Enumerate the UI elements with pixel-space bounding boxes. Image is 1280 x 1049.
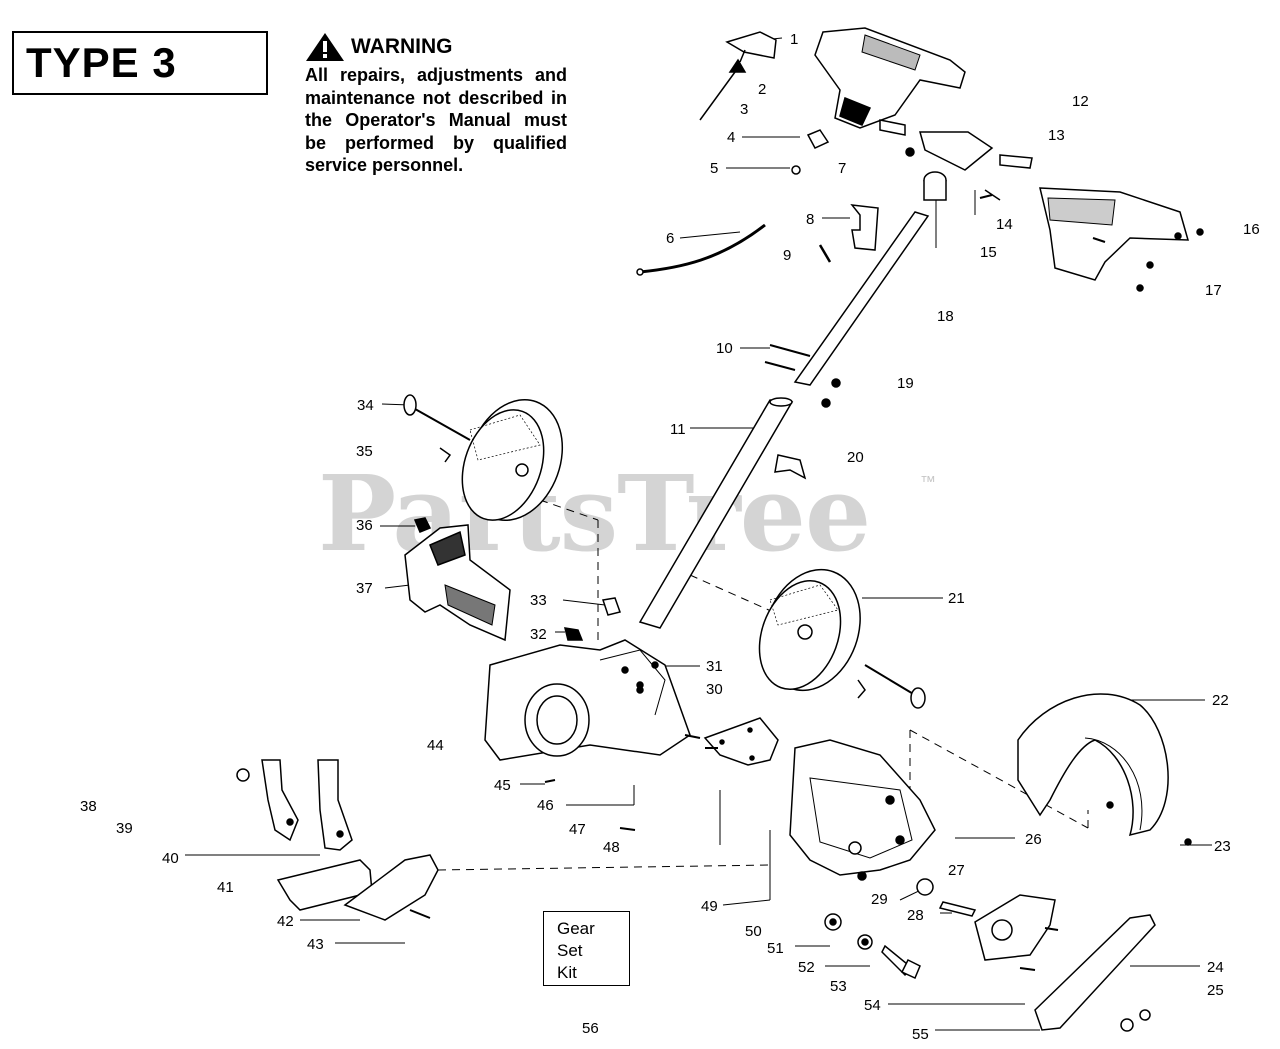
part-callout-9: 9 xyxy=(783,247,792,264)
part-callout-37: 37 xyxy=(356,580,373,597)
small-bracket-parts xyxy=(563,597,621,641)
part-callout-46: 46 xyxy=(537,797,554,814)
upper-handle-part xyxy=(814,27,966,129)
lower-tube-part xyxy=(638,397,794,629)
part-callout-30: 30 xyxy=(706,681,723,698)
nut-part xyxy=(413,517,432,533)
part-callout-55: 55 xyxy=(912,1026,929,1043)
part-callout-47: 47 xyxy=(569,821,586,838)
part-callout-36: 36 xyxy=(356,517,373,534)
support-bracket-part xyxy=(684,717,779,766)
part-callout-52: 52 xyxy=(798,959,815,976)
part-callout-24: 24 xyxy=(1207,959,1224,976)
alignment-lines xyxy=(437,499,1089,871)
cable-part xyxy=(636,223,766,276)
part-callout-54: 54 xyxy=(864,997,881,1014)
part-callout-20: 20 xyxy=(847,449,864,466)
part-callout-1: 1 xyxy=(790,31,799,48)
part-callout-7: 7 xyxy=(838,160,847,177)
part-callout-26: 26 xyxy=(1025,831,1042,848)
tube-clip-part xyxy=(774,454,807,480)
clip-part xyxy=(818,204,879,263)
edger-blade-part xyxy=(1034,914,1156,1032)
part-callout-50: 50 xyxy=(745,923,762,940)
fastener-parts-top xyxy=(791,129,915,175)
part-callout-18: 18 xyxy=(937,308,954,325)
part-callout-31: 31 xyxy=(706,658,723,675)
warning-title: WARNING xyxy=(351,35,453,58)
part-callout-51: 51 xyxy=(767,940,784,957)
part-callout-12: 12 xyxy=(1072,93,1089,110)
warning-block: WARNING All repairs, adjustments and mai… xyxy=(305,32,567,177)
part-callout-11: 11 xyxy=(670,421,686,438)
part-callout-43: 43 xyxy=(307,936,324,953)
engine-mount-bracket-part xyxy=(404,524,511,642)
part-callout-22: 22 xyxy=(1212,692,1229,709)
part-callout-45: 45 xyxy=(494,777,511,794)
part-callout-16: 16 xyxy=(1243,221,1260,238)
part-callout-13: 13 xyxy=(1048,127,1065,144)
part-callout-23: 23 xyxy=(1214,838,1231,855)
rear-wheel-part xyxy=(403,394,564,522)
part-callout-2: 2 xyxy=(758,81,767,98)
part-callout-39: 39 xyxy=(116,820,133,837)
blade-guard-part xyxy=(1017,693,1192,846)
part-callout-27: 27 xyxy=(948,862,965,879)
part-callout-5: 5 xyxy=(710,160,719,177)
blade-adapter-parts xyxy=(236,759,353,851)
part-callout-49: 49 xyxy=(701,898,718,915)
part-callout-17: 17 xyxy=(1205,282,1222,299)
gear-set-kit-label: Gear Set Kit xyxy=(557,919,595,982)
part-callout-34: 34 xyxy=(357,397,374,414)
trademark-symbol: ™ xyxy=(920,474,936,491)
front-wheel-part xyxy=(758,568,926,709)
part-callout-19: 19 xyxy=(897,375,914,392)
part-callout-33: 33 xyxy=(530,592,547,609)
switch-lever-part xyxy=(879,119,1033,201)
tube-fasteners xyxy=(764,344,841,408)
blade-cover-part xyxy=(974,894,1059,971)
upper-tube-part xyxy=(793,171,947,386)
part-callout-48: 48 xyxy=(603,839,620,856)
part-callout-4: 4 xyxy=(727,129,736,146)
part-callout-8: 8 xyxy=(806,211,815,228)
gear-set-kit-box: Gear Set Kit xyxy=(543,911,630,986)
warning-text: All repairs, adjustments and maintenance… xyxy=(305,65,567,175)
part-callout-44: 44 xyxy=(427,737,444,754)
washer-and-bolt-parts xyxy=(824,878,977,980)
part-callout-38: 38 xyxy=(80,798,97,815)
part-callout-21: 21 xyxy=(948,590,965,607)
part-callout-28: 28 xyxy=(907,907,924,924)
part-callout-29: 29 xyxy=(871,891,888,908)
type-label: TYPE 3 xyxy=(26,39,177,86)
part-callout-32: 32 xyxy=(530,626,547,643)
part-callout-15: 15 xyxy=(980,244,997,261)
part-callout-56: 56 xyxy=(582,1020,599,1037)
warning-heading: WARNING xyxy=(305,32,567,62)
screws-parts xyxy=(979,194,1106,243)
part-callout-42: 42 xyxy=(277,913,294,930)
blade-parts xyxy=(276,854,439,921)
part-callout-25: 25 xyxy=(1207,982,1224,999)
part-callout-10: 10 xyxy=(716,340,733,357)
part-callout-14: 14 xyxy=(996,216,1013,233)
part-callout-41: 41 xyxy=(217,879,234,896)
gear-case-part xyxy=(484,639,691,831)
blade-housing-part xyxy=(789,739,936,881)
part-callout-40: 40 xyxy=(162,850,179,867)
starter-handle-part xyxy=(699,31,777,121)
warning-triangle-icon xyxy=(306,33,344,61)
switch-housing-part xyxy=(1039,187,1204,292)
type-label-box: TYPE 3 xyxy=(12,31,268,95)
part-callout-6: 6 xyxy=(666,230,675,247)
part-callout-3: 3 xyxy=(740,101,749,118)
part-callout-53: 53 xyxy=(830,978,847,995)
part-callout-35: 35 xyxy=(356,443,373,460)
